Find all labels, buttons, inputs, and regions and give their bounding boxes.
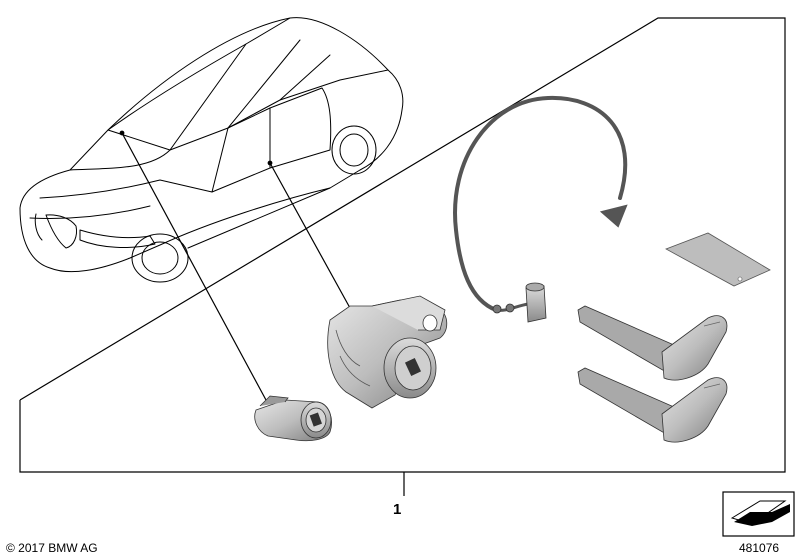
key-blade-icon <box>577 367 728 443</box>
part-number-label: 1 <box>393 501 402 518</box>
assembly-frame <box>19 17 786 473</box>
cable-tag-icon <box>453 95 628 323</box>
code-card-icon <box>665 232 771 287</box>
view-direction-arrow-icon <box>722 491 795 537</box>
leader-lines <box>119 130 351 401</box>
key-blade-icon <box>577 305 728 381</box>
door-lock-housing-icon <box>327 295 448 409</box>
diagram-id: 481076 <box>739 541 780 555</box>
small-lock-cylinder-icon <box>254 395 332 442</box>
car-outline-icon <box>19 17 404 283</box>
copyright-notice: © 2017 BMW AG <box>6 541 98 555</box>
